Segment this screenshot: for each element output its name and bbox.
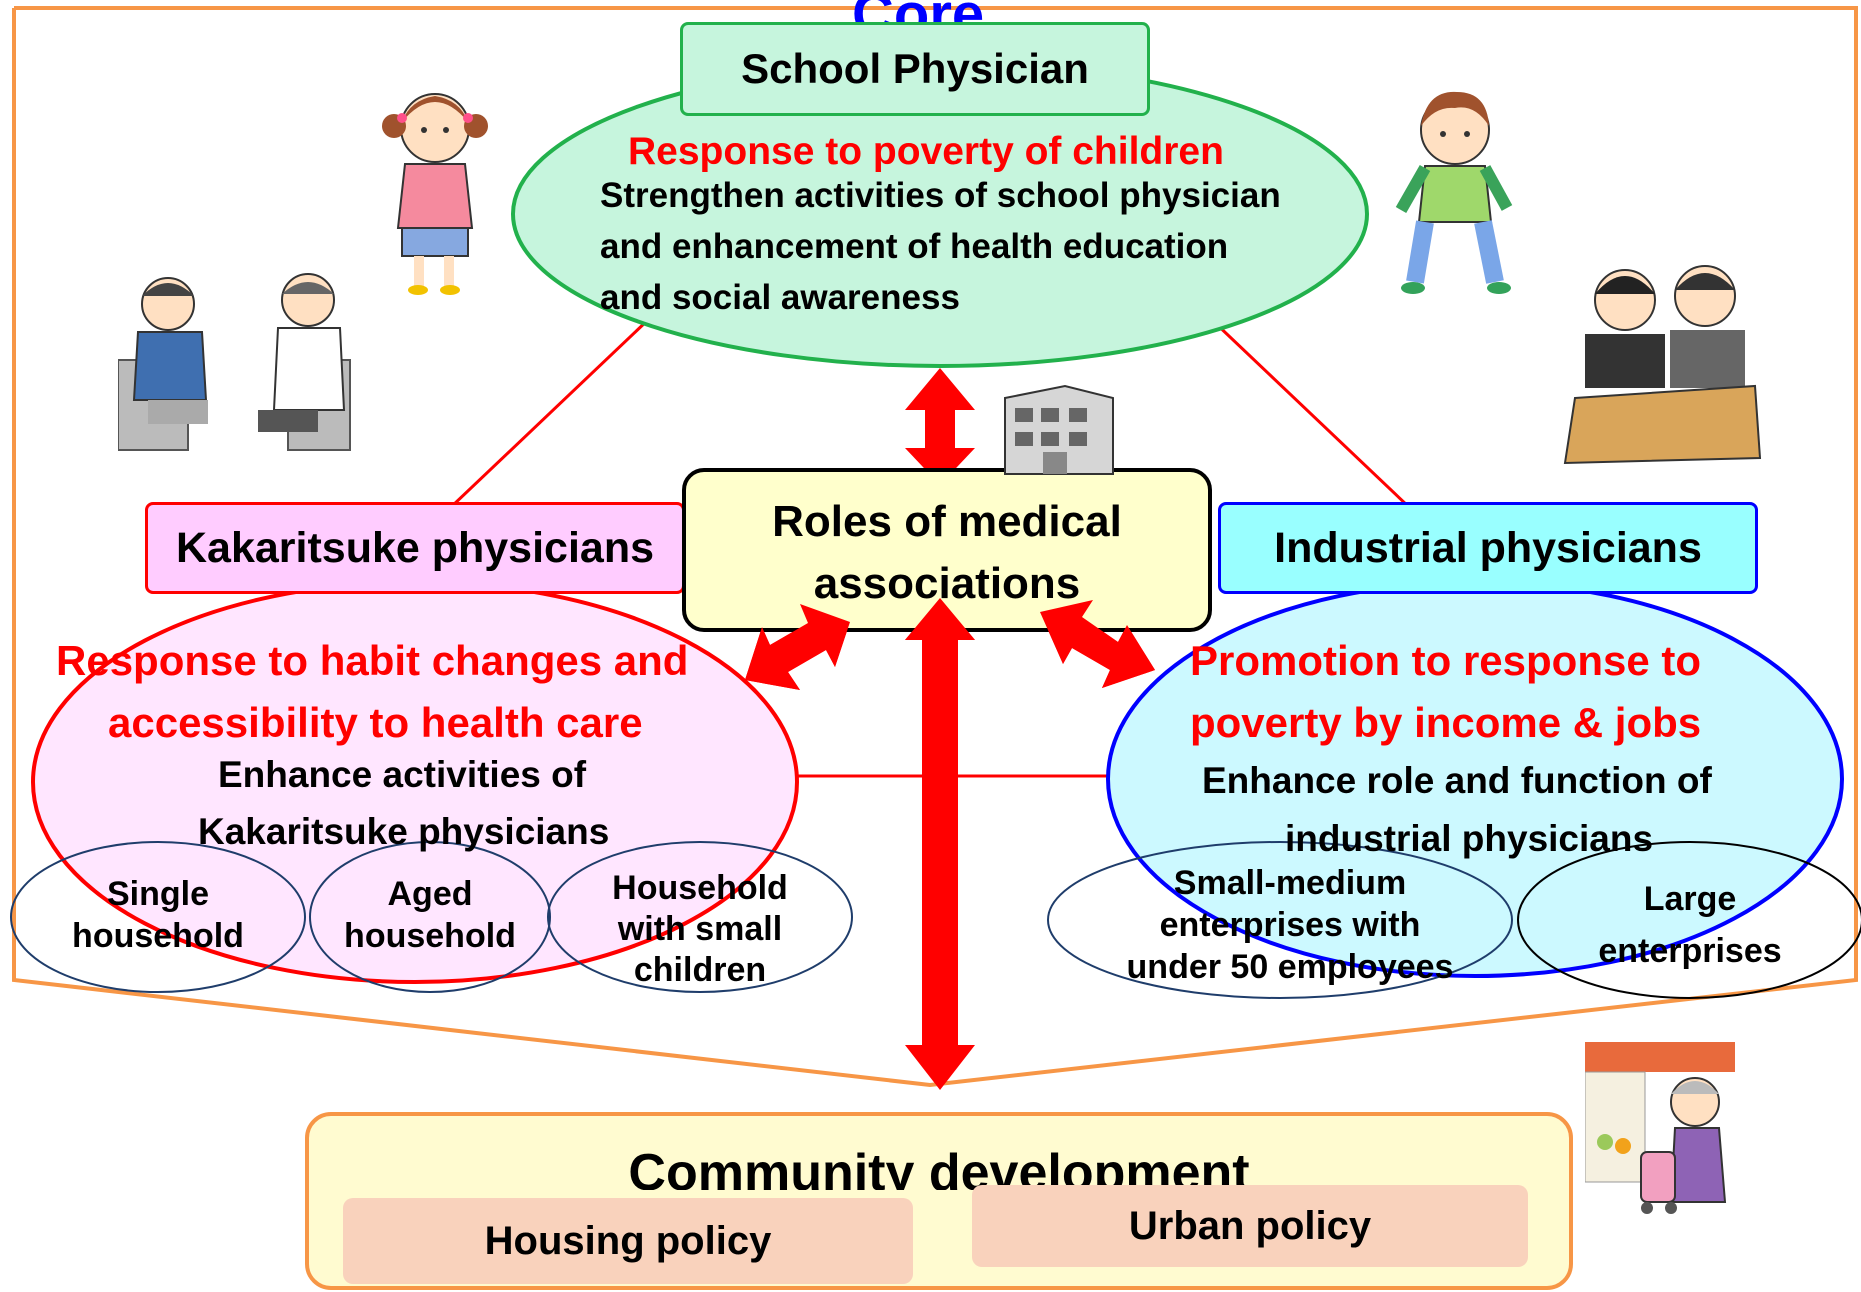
group-large-enterprises: Large enterprises (1560, 873, 1820, 977)
group-ellipse-children (547, 841, 853, 993)
group-ellipse-single (10, 841, 306, 993)
center-line2: associations (813, 559, 1081, 608)
kakaritsuke-heading: Response to habit changes and (56, 637, 689, 684)
group-line: under 50 employees (1126, 948, 1454, 986)
building-icon (1004, 384, 1114, 475)
school-heading: Response to poverty of children (628, 130, 1224, 173)
connector-line-left (448, 316, 652, 510)
businessmen-icon (1563, 265, 1762, 465)
group-single-household: Single household (38, 873, 278, 957)
school-body-line: Strengthen activities of school physicia… (600, 176, 1281, 215)
industrial-body-line: Enhance role and function of (1202, 760, 1712, 801)
group-line: enterprises with (1159, 906, 1421, 944)
arrow-center-community (905, 598, 975, 1090)
doctor-patient-icon (118, 273, 351, 451)
connector-line-right (1208, 316, 1412, 510)
group-sme: Small-medium enterprises with under 50 e… (1100, 862, 1480, 988)
group-line: children (633, 951, 767, 989)
group-ellipse-aged (309, 841, 551, 993)
boy-icon (1395, 91, 1513, 294)
girl-icon (382, 93, 488, 295)
industrial-heading: Promotion to response to (1190, 637, 1702, 684)
group-ellipse-sme (1047, 841, 1513, 999)
center-line1: Roles of medical (772, 497, 1122, 546)
arrow-school-center (905, 368, 975, 485)
urban-policy-box: Urban policy (972, 1185, 1528, 1267)
kakaritsuke-body-line: Enhance activities of (218, 754, 587, 795)
industrial-heading: poverty by income & jobs (1190, 699, 1702, 746)
group-line: Household (612, 869, 788, 907)
industrial-body-line: industrial physicians (1285, 818, 1654, 859)
group-line: Small-medium (1173, 864, 1407, 902)
industrial-title: Industrial physicians (1218, 502, 1758, 594)
orange-frame (12, 6, 1858, 1088)
group-line: household (72, 917, 244, 955)
group-ellipse-large (1517, 841, 1861, 999)
kakaritsuke-body-line: Kakaritsuke physicians (198, 811, 610, 852)
group-household-children: Household with small children (580, 868, 820, 991)
group-line: Large (1643, 880, 1737, 918)
school-body-line: and enhancement of health education (600, 227, 1229, 266)
group-line: Aged (387, 875, 473, 913)
group-line: with small (617, 910, 783, 948)
elderly-shopper-icon (1585, 1042, 1735, 1214)
group-line: enterprises (1598, 932, 1782, 970)
group-line: Single (106, 875, 210, 913)
group-line: household (344, 917, 516, 955)
community-title: Community development (628, 1144, 1250, 1190)
school-physician-title: School Physician (680, 22, 1150, 116)
group-aged-household: Aged household (320, 873, 540, 957)
school-body-line: and social awareness (600, 278, 960, 317)
housing-policy-box: Housing policy (343, 1198, 913, 1284)
kakaritsuke-heading: accessibility to health care (108, 699, 643, 746)
